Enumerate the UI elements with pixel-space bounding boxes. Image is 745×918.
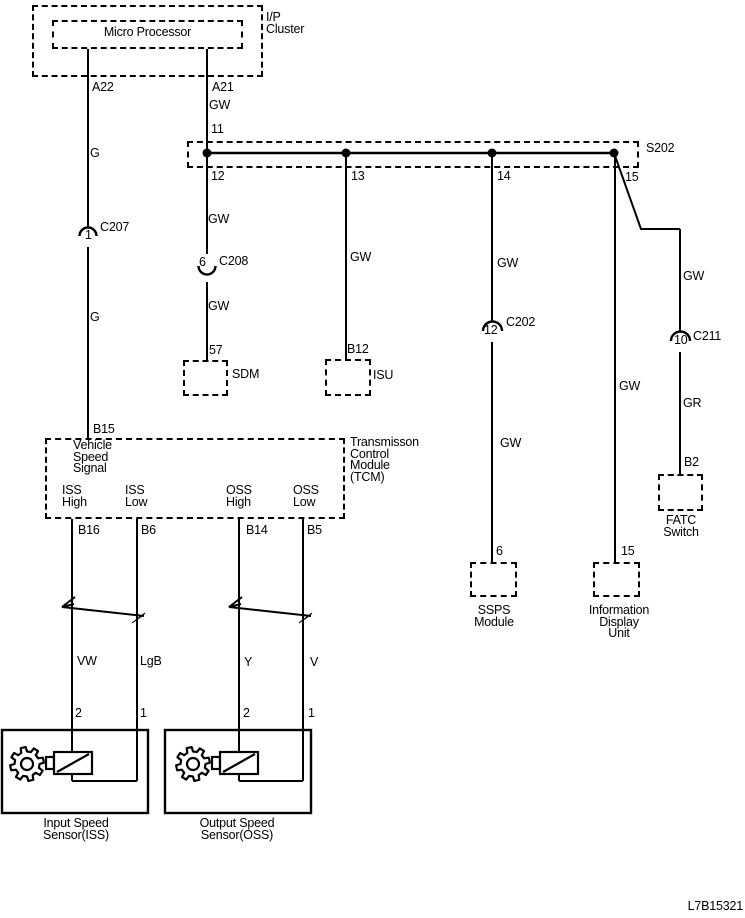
tcm-port-iss-high: ISS High (62, 483, 87, 509)
splice-dot-15 (609, 148, 619, 158)
oss-sensor-label: Output Speed Sensor(OSS) (199, 816, 275, 842)
tcm-box (45, 438, 345, 519)
splice-dot-14 (487, 148, 497, 158)
iss-sensor-box (0, 728, 150, 815)
splice-label: S202 (646, 141, 675, 155)
wire-color: GW (350, 250, 372, 264)
iss-sensor-label: Input Speed Sensor(ISS) (43, 816, 109, 842)
pin-a21: A21 (212, 80, 234, 94)
wire-color-lgb: LgB (140, 654, 162, 668)
gear-hole (19, 756, 35, 772)
tcm-port-oss-low: OSS Low (293, 483, 319, 509)
pin-b5: B5 (307, 523, 322, 537)
pin-b2: B2 (684, 455, 699, 469)
pin-b16: B16 (78, 523, 100, 537)
wire-color-g: G (90, 146, 100, 160)
pin-6: 6 (496, 544, 503, 558)
gear-hole (185, 756, 201, 772)
pin-15: 15 (621, 544, 635, 558)
wire-color: GW (497, 256, 519, 270)
isu-label: ISU (373, 368, 394, 382)
sensor-pin: 2 (75, 706, 82, 720)
wire-color: GW (683, 269, 705, 283)
pin-11: 11 (211, 122, 224, 136)
sensor-pin: 2 (243, 706, 250, 720)
ssps-label: SSPS Module (474, 603, 514, 629)
connector-c208-icon (197, 265, 217, 276)
splice-pin-15: 15 (625, 170, 639, 184)
fatc-box (658, 474, 703, 511)
sensor-pin: 1 (308, 706, 315, 720)
vehicle-speed-signal-label: Vehicle Speed Signal (73, 438, 112, 476)
ip-cluster-label: I/P Cluster (266, 10, 305, 36)
splice-pin-13: 13 (351, 169, 365, 183)
connector-c208-label: C208 (219, 254, 249, 268)
splice-dot-13 (341, 148, 351, 158)
pin-b14: B14 (246, 523, 268, 537)
splice-pin-12: 12 (211, 169, 225, 183)
connector-c211-pin: 10 (674, 333, 688, 347)
sdm-label: SDM (232, 367, 260, 381)
wire-color: GW (208, 212, 230, 226)
connector-c207-pin: 1 (85, 228, 92, 242)
connector-c202-icon (481, 320, 504, 332)
wire-color-gw: GW (209, 98, 231, 112)
diagram-code: L7B15321 (687, 899, 744, 913)
connector-c208-pin: 6 (199, 255, 206, 269)
splice-s202-box (187, 141, 639, 168)
connector-c202-pin: 12 (484, 323, 498, 337)
sensor-pin: 1 (140, 706, 147, 720)
twisted-pair-icon (228, 596, 313, 624)
connector-c202-label: C202 (506, 315, 536, 329)
splice-dot-12 (202, 148, 212, 158)
wire-color-v: V (310, 655, 319, 669)
tcm-port-oss-high: OSS High (226, 483, 252, 509)
micro-processor-box (52, 20, 243, 49)
isu-box (325, 359, 371, 396)
twisted-pair-icon (61, 596, 146, 624)
sensor-element-icon (44, 750, 94, 776)
tcm-label: Transmisson Control Module (TCM) (350, 435, 419, 484)
pin-a22: A22 (92, 80, 114, 94)
pin-b15: B15 (93, 422, 115, 436)
connector-c207-icon (78, 226, 98, 237)
sdm-box (183, 360, 228, 396)
pin-b6: B6 (141, 523, 156, 537)
idu-box (593, 562, 640, 597)
connector-c207-label: C207 (100, 220, 130, 234)
oss-sensor-box (163, 728, 313, 815)
pin-b12: B12 (347, 342, 369, 356)
connector-c211-icon (669, 330, 692, 342)
wire-color-vw: VW (77, 654, 97, 668)
idu-label: Information Display Unit (588, 603, 650, 641)
wire-color: GR (683, 396, 702, 410)
tcm-port-iss-low: ISS Low (125, 483, 148, 509)
wire-fatc-elbow (613, 152, 680, 230)
wire-color: GW (619, 379, 641, 393)
wire-color: GW (500, 436, 522, 450)
ip-cluster-box (32, 5, 263, 77)
pin-57: 57 (209, 343, 223, 357)
wire-color-y: Y (244, 655, 253, 669)
wire-color-g2: G (90, 310, 100, 324)
fatc-label: FATC Switch (663, 513, 699, 539)
sensor-element-icon (210, 750, 260, 776)
micro-processor-label: Micro Processor (103, 25, 192, 39)
wire-color: GW (208, 299, 230, 313)
connector-c211-label: C211 (693, 329, 722, 343)
ssps-box (470, 562, 517, 597)
splice-pin-14: 14 (497, 169, 511, 183)
